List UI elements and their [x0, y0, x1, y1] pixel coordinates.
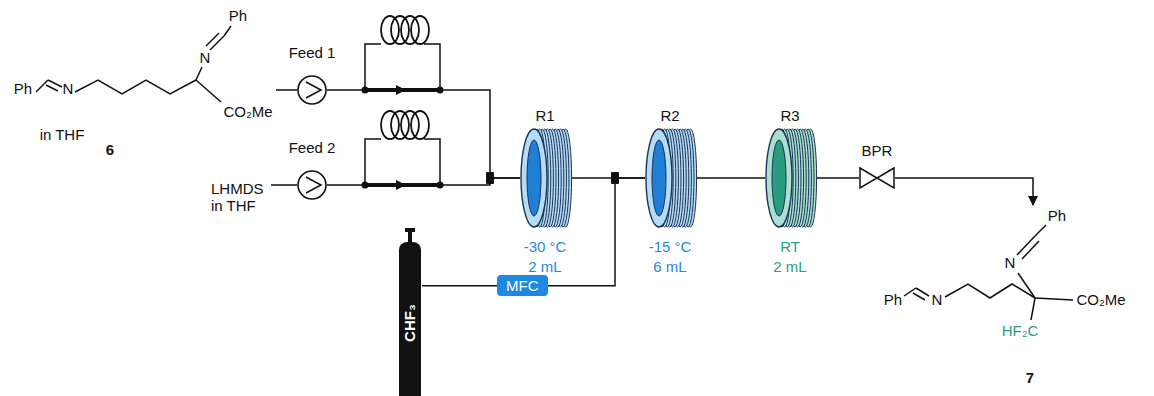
- atom-label: N: [932, 291, 943, 308]
- atom-label: Ph: [1048, 207, 1066, 224]
- condition-label: 2 mL: [773, 258, 806, 275]
- node-label: MFC: [497, 275, 548, 296]
- tubing: [422, 285, 497, 287]
- atom-label: HF₂C: [1002, 322, 1039, 339]
- atom-label: N: [1005, 254, 1016, 271]
- sample-loop: [362, 16, 444, 95]
- condition-label: 6 mL: [653, 258, 686, 275]
- back-pressure-regulator: BPR: [859, 167, 895, 189]
- coil-reactor: R2-15 °C6 mL: [645, 128, 695, 228]
- condition-label: RT: [780, 238, 800, 255]
- node-label: CHF₃: [401, 304, 418, 342]
- node-label: BPR: [862, 142, 893, 159]
- atom-label: LHMDS in THF: [211, 180, 269, 215]
- coil-reactor-shape: [520, 128, 570, 228]
- mass-flow-controller: MFC: [497, 275, 548, 296]
- compound-number: 6: [106, 141, 114, 158]
- atom-label: CO₂Me: [1076, 291, 1125, 308]
- tubing: [327, 178, 520, 185]
- node-label: R2: [660, 107, 679, 124]
- base-feed-line: [271, 184, 297, 186]
- atom-label: Ph: [14, 80, 32, 97]
- node-label: R3: [780, 107, 799, 124]
- condition-label: -30 °C: [524, 238, 567, 255]
- pump-shape: [297, 170, 327, 200]
- outlet-arrow: [895, 178, 1033, 205]
- node-label: Feed 2: [289, 139, 336, 156]
- atom-label: N: [63, 80, 74, 97]
- back-pressure-regulator-shape: [859, 167, 895, 189]
- atom-label: in THF: [40, 126, 85, 143]
- node-label: Feed 1: [289, 44, 336, 61]
- condition-label: -15 °C: [649, 238, 692, 255]
- gas-cylinder: CHF₃: [398, 228, 422, 396]
- sample-loop: [362, 111, 444, 190]
- condition-label: 2 mL: [528, 258, 561, 275]
- atom-label: Ph: [884, 291, 902, 308]
- atom-label: N: [200, 49, 211, 66]
- node-label: R1: [535, 107, 554, 124]
- coil-reactor: R3RT2 mL: [765, 128, 815, 228]
- coil-reactor: R1-30 °C2 mL: [520, 128, 570, 228]
- atom-label: Ph: [229, 7, 247, 24]
- tubing: [327, 90, 520, 178]
- product-structure: [904, 225, 1073, 320]
- tubing: [815, 177, 859, 179]
- compound-number: 7: [1026, 369, 1034, 386]
- atom-label: CO₂Me: [223, 103, 272, 120]
- tubing: [695, 177, 765, 179]
- pump-shape: [297, 75, 327, 105]
- pump: Feed 1: [297, 75, 327, 105]
- coil-reactor-shape: [765, 128, 815, 228]
- coil-reactor-shape: [645, 128, 695, 228]
- substrate-structure: [36, 26, 297, 102]
- pump: Feed 2: [297, 170, 327, 200]
